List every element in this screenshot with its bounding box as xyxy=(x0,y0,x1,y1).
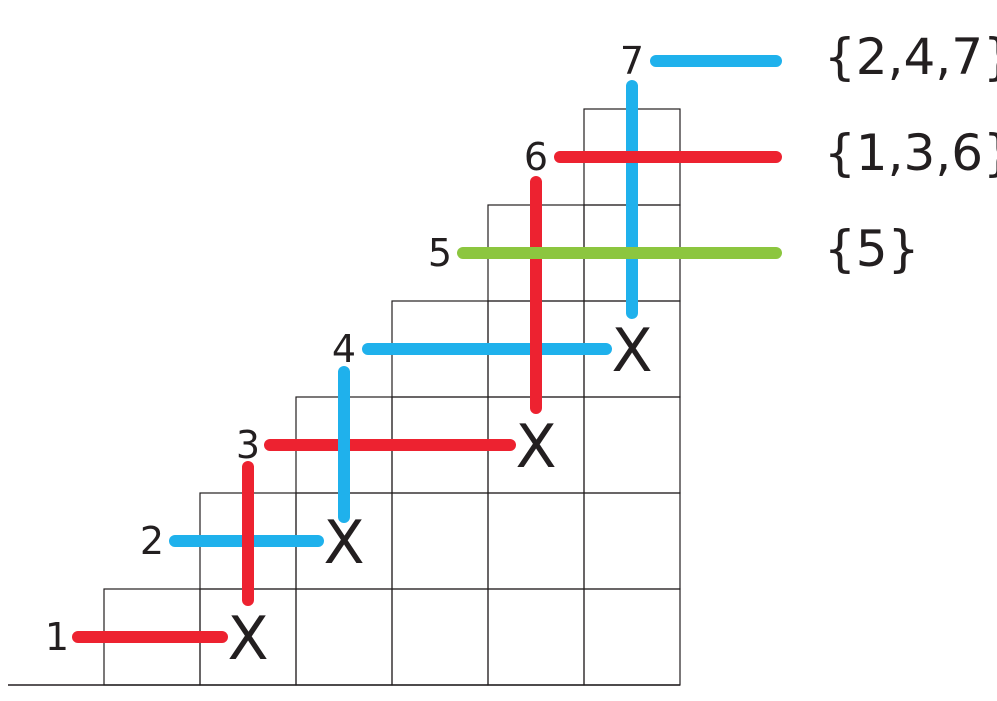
paths xyxy=(72,55,782,643)
grid-cell xyxy=(583,588,681,686)
label-7: 7 xyxy=(620,39,644,83)
x-mark: X xyxy=(227,604,268,674)
label-6: 6 xyxy=(524,135,548,179)
label-3: 3 xyxy=(236,423,260,467)
set-label-green: {5} xyxy=(824,220,919,278)
label-1: 1 xyxy=(45,615,69,659)
row-numbers: 1 2 3 4 5 6 7 xyxy=(45,39,644,659)
label-5: 5 xyxy=(428,231,452,275)
grid-cell xyxy=(487,588,585,686)
label-2: 2 xyxy=(140,519,164,563)
grid-cell xyxy=(487,492,585,590)
grid-cell xyxy=(295,588,393,686)
grid xyxy=(103,108,681,686)
grid-cell xyxy=(583,396,681,494)
x-mark: X xyxy=(611,316,652,386)
grid-cell xyxy=(391,588,489,686)
grid-cell xyxy=(583,492,681,590)
grid-cell xyxy=(391,492,489,590)
label-4: 4 xyxy=(332,327,356,371)
set-label-blue: {2,4,7} xyxy=(824,28,997,86)
x-marks: X X X X xyxy=(227,316,652,674)
x-mark: X xyxy=(515,412,556,482)
x-mark: X xyxy=(323,508,364,578)
set-labels: {2,4,7} {1,3,6} {5} xyxy=(824,28,997,278)
set-label-red: {1,3,6} xyxy=(824,124,997,182)
